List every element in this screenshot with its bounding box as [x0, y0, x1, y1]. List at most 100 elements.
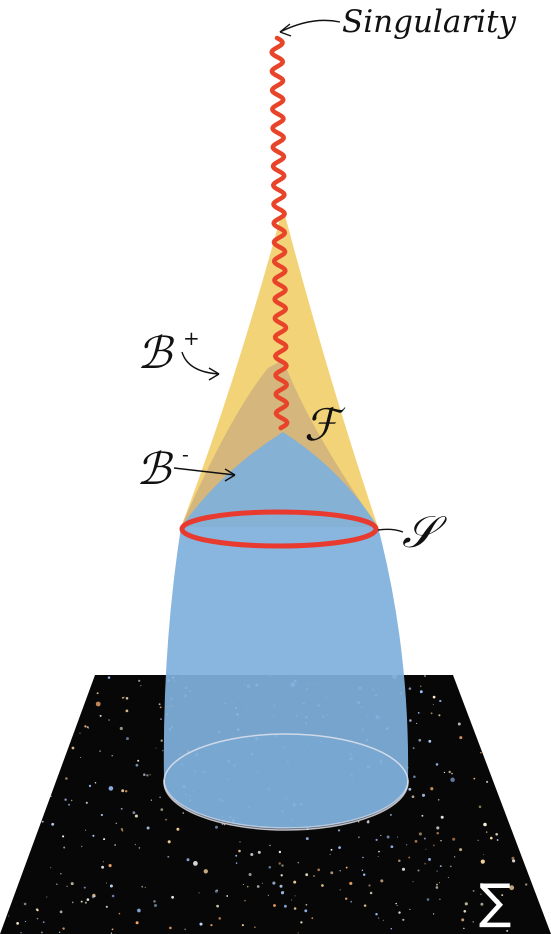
star [281, 864, 284, 867]
star [80, 900, 83, 903]
star [402, 918, 405, 921]
star [125, 697, 129, 700]
singularity-line [269, 35, 290, 431]
star [293, 907, 297, 910]
star [305, 837, 309, 841]
star [60, 873, 62, 875]
star [377, 917, 380, 919]
star [480, 893, 482, 895]
b-minus-superscript: - [182, 442, 189, 466]
star [459, 848, 463, 852]
star [171, 895, 175, 899]
star [480, 751, 482, 754]
star [167, 855, 170, 858]
star [92, 834, 95, 837]
star [413, 775, 416, 779]
star [70, 799, 73, 802]
singularity-arrow [279, 19, 341, 37]
star [440, 840, 442, 842]
sigma-label: ∑ [479, 874, 511, 930]
star [92, 893, 96, 898]
star [118, 912, 121, 915]
star [111, 894, 115, 898]
star [146, 774, 149, 777]
star [96, 692, 99, 695]
star [485, 831, 488, 833]
star [305, 903, 308, 906]
star [511, 856, 515, 860]
star [88, 784, 92, 788]
star [512, 859, 516, 863]
star [154, 904, 157, 907]
star [59, 910, 63, 914]
star [366, 820, 370, 824]
star [432, 703, 435, 706]
star [85, 829, 87, 831]
star [490, 836, 493, 840]
star [83, 886, 86, 889]
s-arrow [377, 528, 404, 533]
star [480, 902, 484, 906]
star [443, 771, 446, 774]
star [84, 725, 87, 728]
star [64, 798, 67, 801]
star [408, 687, 412, 690]
star [248, 872, 252, 877]
star [132, 811, 136, 815]
star [108, 864, 112, 868]
star [138, 847, 141, 849]
star [203, 869, 208, 874]
star [155, 747, 157, 749]
b-minus-label: ℬ [136, 444, 174, 495]
star [426, 898, 430, 901]
star [362, 856, 364, 859]
star [418, 832, 422, 836]
star [386, 835, 390, 839]
star [501, 894, 504, 897]
star [36, 917, 39, 920]
star [450, 777, 455, 783]
star [167, 840, 171, 844]
star [134, 814, 138, 818]
star [405, 844, 408, 846]
star [56, 883, 58, 885]
star [321, 884, 324, 887]
star [235, 862, 238, 864]
star [70, 882, 74, 886]
star [273, 904, 276, 907]
star [396, 905, 398, 906]
star [141, 885, 144, 888]
star [473, 777, 476, 780]
star [449, 865, 452, 868]
star [430, 787, 434, 791]
star [350, 900, 353, 903]
star [425, 848, 427, 850]
star [165, 818, 167, 821]
star [160, 739, 163, 742]
star [432, 695, 436, 699]
star [409, 719, 412, 722]
star [420, 685, 422, 687]
star [509, 885, 515, 891]
star [282, 891, 285, 893]
star [436, 831, 439, 835]
star [121, 789, 125, 793]
star [349, 881, 353, 885]
star [363, 904, 367, 907]
star [68, 803, 71, 806]
star [483, 854, 485, 856]
star [382, 919, 385, 922]
star [357, 836, 360, 839]
star [454, 856, 456, 858]
star [20, 932, 22, 934]
star [160, 808, 164, 811]
b-plus-label: ℬ [137, 328, 175, 379]
star [525, 883, 528, 886]
star [412, 881, 414, 883]
star [409, 908, 411, 911]
star [120, 807, 123, 810]
star [390, 927, 393, 930]
star [472, 921, 474, 923]
star [66, 885, 68, 887]
